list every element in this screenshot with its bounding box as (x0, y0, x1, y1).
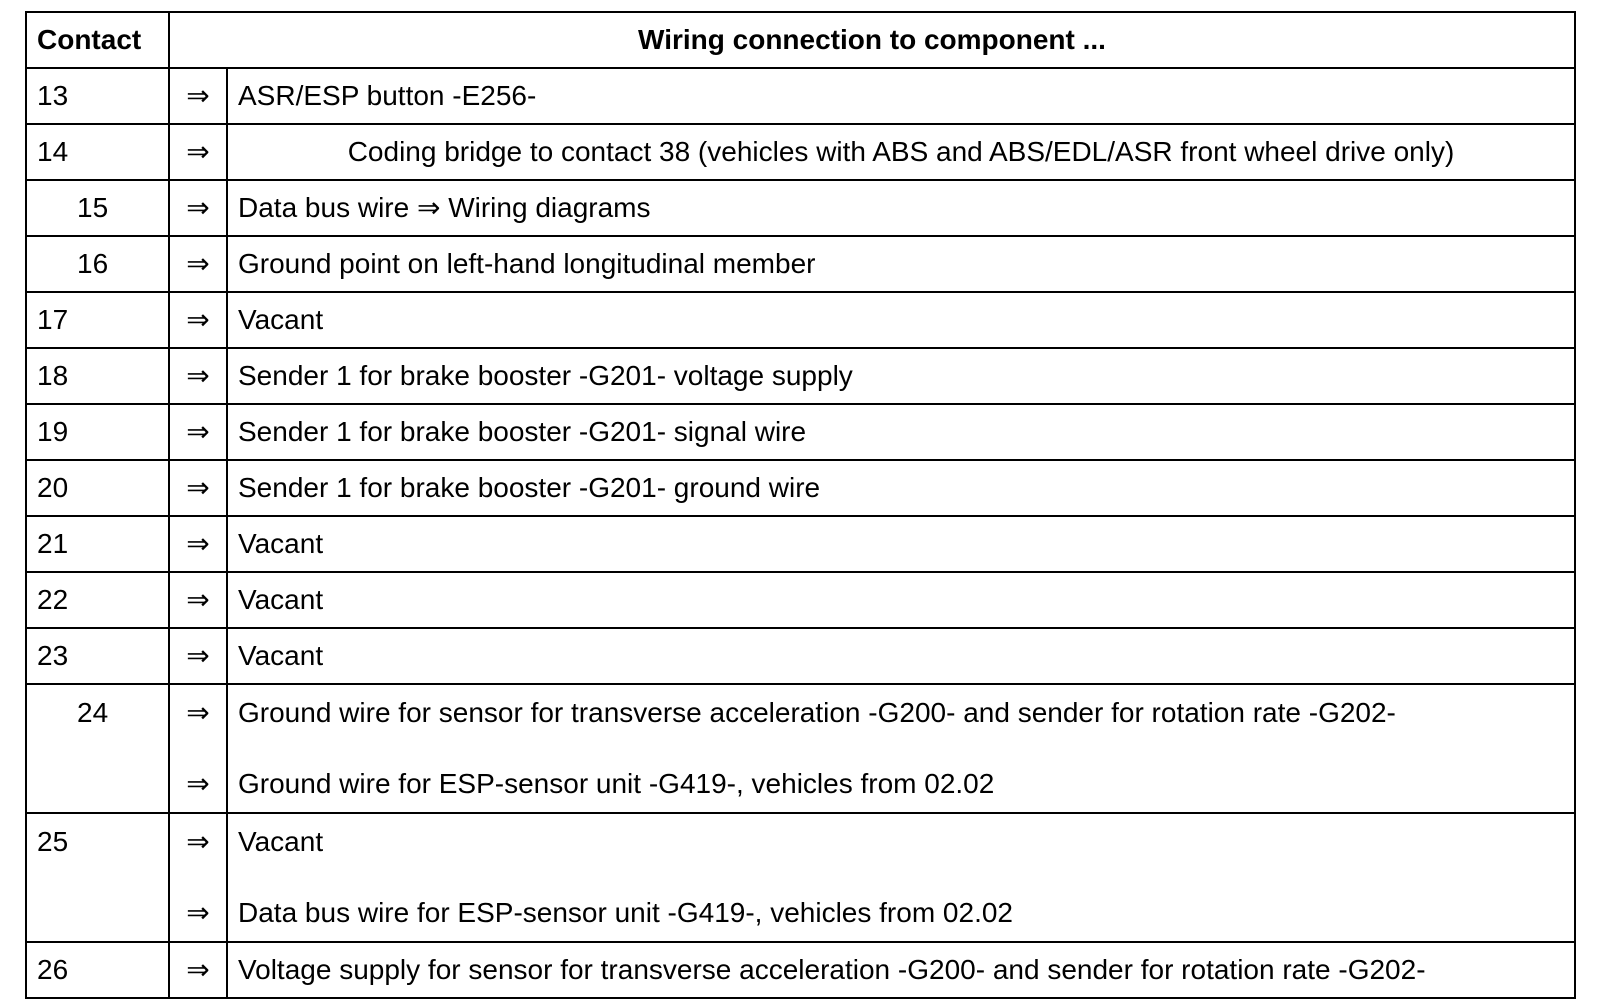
table-row: 19 ⇒ Sender 1 for brake booster -G201- s… (25, 403, 1576, 461)
wiring-description: Voltage supply for sensor for transverse… (226, 941, 1576, 999)
contact-number: 24 (25, 683, 170, 814)
arrow-icon: ⇒ (168, 459, 228, 517)
table-row: 15 ⇒ Data bus wire ⇒ Wiring diagrams (25, 179, 1576, 237)
wiring-description: Vacant (226, 627, 1576, 685)
wiring-description: Ground wire for ESP-sensor unit -G419-, … (238, 768, 995, 799)
wiring-description: Sender 1 for brake booster -G201- signal… (226, 403, 1576, 461)
arrow-cell: ⇒ ⇒ (168, 812, 228, 943)
arrow-cell: ⇒ ⇒ (168, 683, 228, 814)
arrow-icon: ⇒ (168, 67, 228, 125)
arrow-icon: ⇒ (168, 571, 228, 629)
contact-number: 20 (25, 459, 170, 517)
arrow-icon: ⇒ (168, 403, 228, 461)
contact-number: 15 (25, 179, 170, 237)
arrow-icon: ⇒ (186, 897, 210, 928)
table-row: 16 ⇒ Ground point on left-hand longitudi… (25, 235, 1576, 293)
arrow-icon: ⇒ (168, 515, 228, 573)
table-row: 22 ⇒ Vacant (25, 571, 1576, 629)
wiring-description: Vacant (238, 826, 324, 857)
header-wiring: Wiring connection to component ... (168, 11, 1576, 69)
table-row: 17 ⇒ Vacant (25, 291, 1576, 349)
wiring-description: ASR/ESP button -E256- (226, 67, 1576, 125)
wiring-description: Coding bridge to contact 38 (vehicles wi… (226, 123, 1576, 181)
contact-number: 14 (25, 123, 170, 181)
wiring-description: Sender 1 for brake booster -G201- voltag… (226, 347, 1576, 405)
wiring-description: Data bus wire ⇒ Wiring diagrams (226, 179, 1576, 237)
wiring-description: Sender 1 for brake booster -G201- ground… (226, 459, 1576, 517)
contact-number: 21 (25, 515, 170, 573)
arrow-icon: ⇒ (168, 347, 228, 405)
wiring-description: Vacant (226, 515, 1576, 573)
table-row: 18 ⇒ Sender 1 for brake booster -G201- v… (25, 347, 1576, 405)
table-row: 24 ⇒ ⇒ Ground wire for sensor for transv… (25, 683, 1576, 814)
table-row: 20 ⇒ Sender 1 for brake booster -G201- g… (25, 459, 1576, 517)
table-row: 25 ⇒ ⇒ Vacant Data bus wire for ESP-sens… (25, 812, 1576, 943)
contact-number: 13 (25, 67, 170, 125)
contact-number: 16 (25, 235, 170, 293)
arrow-icon: ⇒ (168, 941, 228, 999)
arrow-icon: ⇒ (168, 291, 228, 349)
arrow-icon: ⇒ (186, 768, 210, 799)
contact-number: 23 (25, 627, 170, 685)
contact-number: 17 (25, 291, 170, 349)
wiring-description-cell: Ground wire for sensor for transverse ac… (226, 683, 1576, 814)
table-row: 13 ⇒ ASR/ESP button -E256- (25, 67, 1576, 125)
contact-number: 25 (25, 812, 170, 943)
wiring-description: Ground wire for sensor for transverse ac… (238, 697, 1396, 728)
contact-number: 26 (25, 941, 170, 999)
contact-number: 18 (25, 347, 170, 405)
arrow-icon: ⇒ (168, 123, 228, 181)
wiring-description: Vacant (226, 291, 1576, 349)
table-row: 14 ⇒ Coding bridge to contact 38 (vehicl… (25, 123, 1576, 181)
arrow-icon: ⇒ (168, 235, 228, 293)
wiring-table: Contact Wiring connection to component .… (25, 11, 1576, 999)
table-row: 23 ⇒ Vacant (25, 627, 1576, 685)
arrow-icon: ⇒ (168, 627, 228, 685)
wiring-description: Data bus wire for ESP-sensor unit -G419-… (238, 897, 1014, 928)
table-row: 26 ⇒ Voltage supply for sensor for trans… (25, 941, 1576, 999)
arrow-icon: ⇒ (186, 697, 210, 728)
wiring-description: Vacant (226, 571, 1576, 629)
wiring-description-cell: Vacant Data bus wire for ESP-sensor unit… (226, 812, 1576, 943)
table-row: 21 ⇒ Vacant (25, 515, 1576, 573)
contact-number: 19 (25, 403, 170, 461)
wiring-description: Ground point on left-hand longitudinal m… (226, 235, 1576, 293)
table-header-row: Contact Wiring connection to component .… (25, 11, 1576, 69)
header-contact: Contact (25, 11, 170, 69)
arrow-icon: ⇒ (168, 179, 228, 237)
contact-number: 22 (25, 571, 170, 629)
arrow-icon: ⇒ (186, 826, 210, 857)
